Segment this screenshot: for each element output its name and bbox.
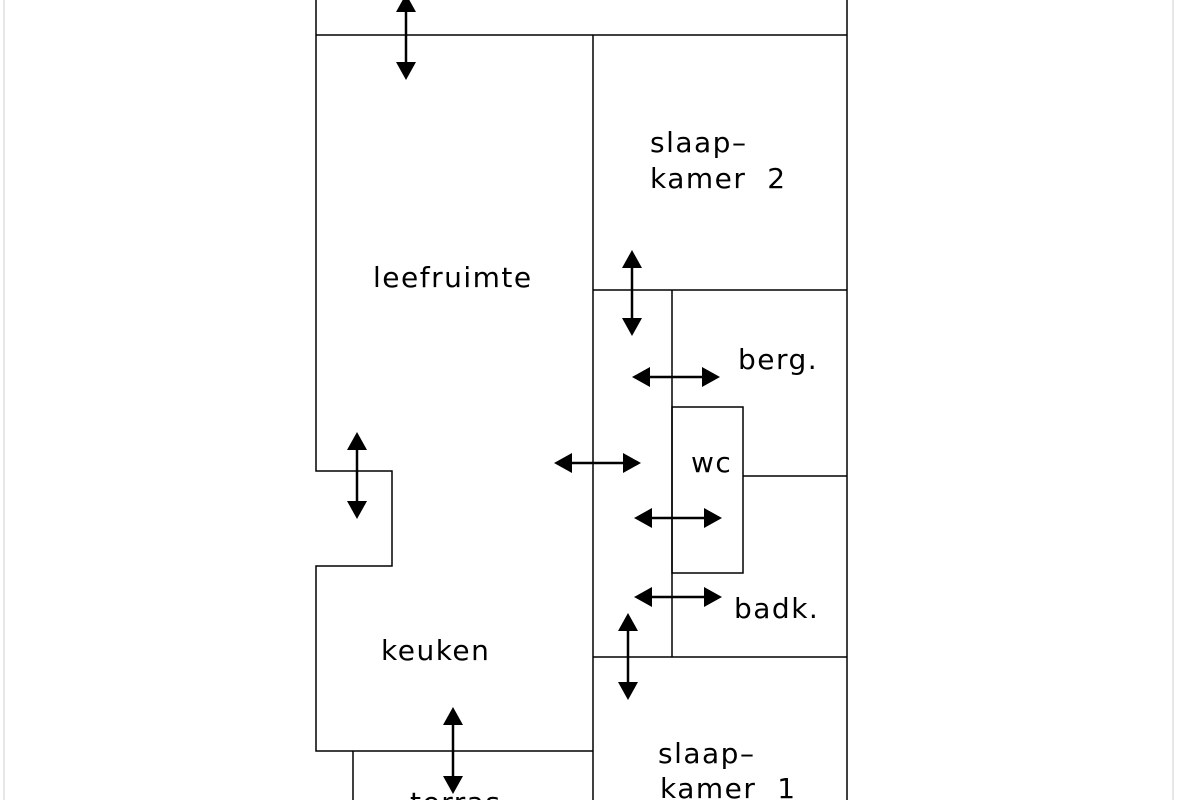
door-arrow-icon (554, 453, 641, 473)
door-arrow-icon (347, 432, 367, 519)
label-slaapkamer-1-line2: kamer 1 (660, 772, 797, 800)
wall (315, 35, 593, 752)
door-arrow-icon (634, 587, 722, 607)
door-arrow-icon (634, 508, 722, 528)
wc-room (671, 406, 744, 574)
label-terras: terras (410, 786, 501, 800)
door-arrow-icon (632, 367, 720, 387)
label-slaapkamer-2-line1: slaap– (650, 126, 747, 159)
door-arrow-icon (443, 707, 463, 794)
door-arrow-icon (618, 613, 638, 700)
door-arrows (347, 0, 722, 794)
label-leefruimte: leefruimte (373, 261, 533, 294)
door-arrow-icon (396, 0, 416, 80)
door-arrow-icon (622, 250, 642, 336)
label-wc: wc (691, 446, 732, 479)
label-badkamer: badk. (734, 592, 819, 625)
label-berging: berg. (738, 343, 818, 376)
label-keuken: keuken (381, 634, 490, 667)
walls (315, 0, 848, 800)
label-slaapkamer-1-line1: slaap– (658, 737, 755, 770)
label-slaapkamer-2-line2: kamer 2 (650, 162, 787, 195)
